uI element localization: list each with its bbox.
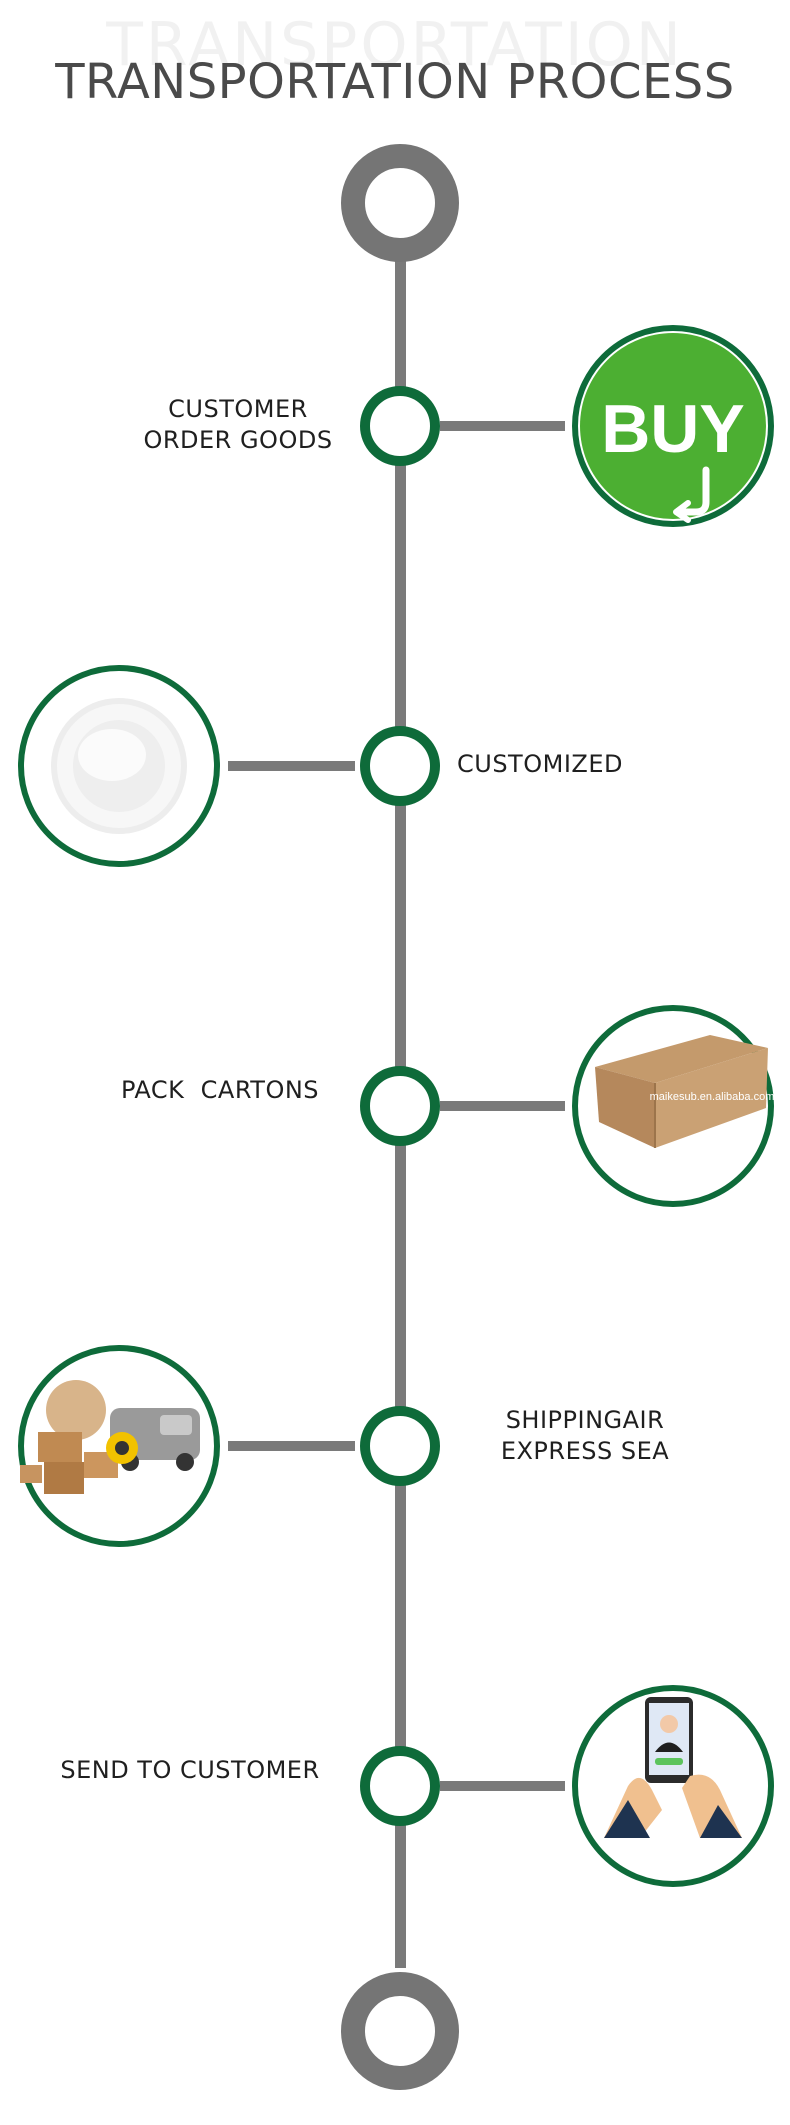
plate-image [21, 668, 217, 864]
buy-text: BUY [601, 391, 745, 467]
step-node-2 [365, 731, 435, 801]
timeline-end-ring [353, 1984, 447, 2078]
timeline-start-ring [353, 156, 447, 250]
step-1-label: CUSTOMER ORDER GOODS [128, 394, 348, 456]
step-node-1 [365, 391, 435, 461]
step-1-label-line-1: CUSTOMER [128, 394, 348, 425]
connector-3 [440, 1101, 565, 1111]
step-1-label-line-2: ORDER GOODS [128, 425, 348, 456]
connector-2 [228, 761, 355, 771]
phone-hands-image [575, 1688, 771, 1884]
step-2-label-line-1: CUSTOMIZED [457, 749, 623, 780]
step-3-label-line-1: PACK CARTONS [90, 1075, 350, 1106]
buy-icon: BUY [575, 328, 771, 524]
step-node-4 [365, 1411, 435, 1481]
delivery-van-image [20, 1348, 217, 1544]
step-4-label: SHIPPINGAIR EXPRESS SEA [480, 1405, 690, 1467]
connector-4 [228, 1441, 355, 1451]
step-node-5 [365, 1751, 435, 1821]
connector-1 [440, 421, 565, 431]
step-2-label: CUSTOMIZED [457, 749, 623, 780]
step-3-label: PACK CARTONS [90, 1075, 350, 1106]
carton-watermark: maikesub.en.alibaba.com [650, 1091, 775, 1103]
step-4-label-line-2: EXPRESS SEA [480, 1436, 690, 1467]
step-5-label: SEND TO CUSTOMER [45, 1755, 335, 1786]
carton-image: maikesub.en.alibaba.com [575, 1008, 774, 1204]
step-node-3 [365, 1071, 435, 1141]
step-5-label-line-1: SEND TO CUSTOMER [45, 1755, 335, 1786]
step-4-label-line-1: SHIPPINGAIR [480, 1405, 690, 1436]
connector-5 [440, 1781, 565, 1791]
